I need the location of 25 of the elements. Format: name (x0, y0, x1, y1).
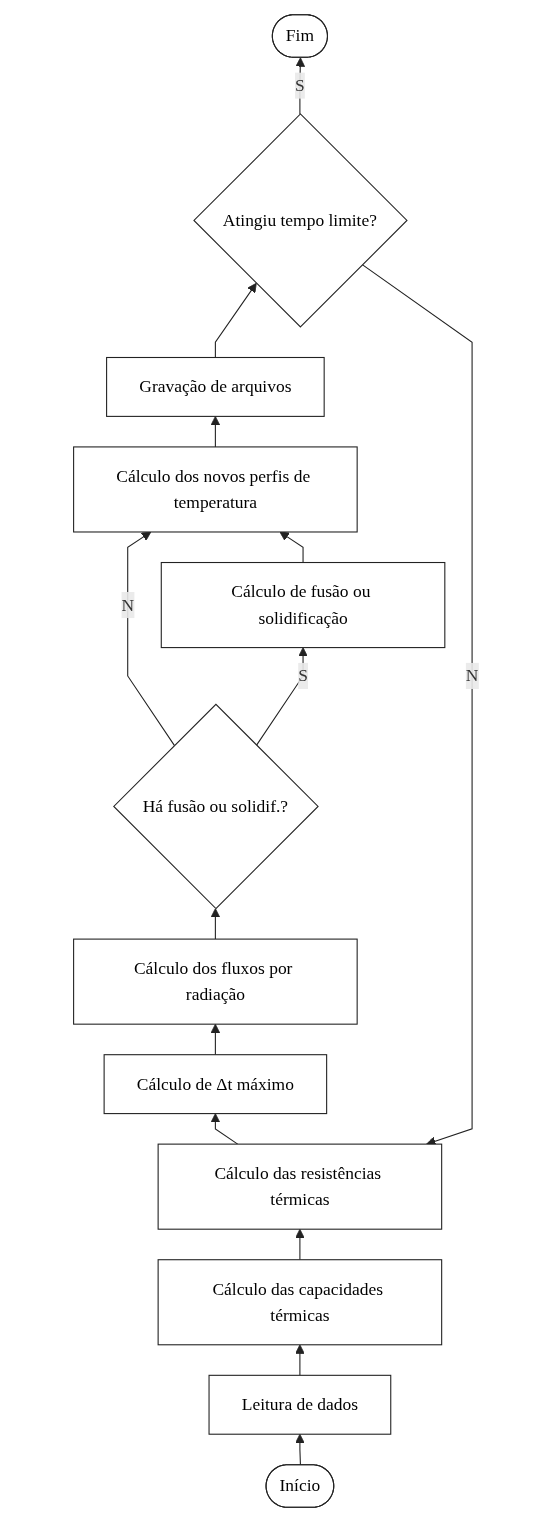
node-box: Cálculo das resistências térmicas (157, 1143, 443, 1230)
node-box: Cálculo dos fluxos por radiação (73, 938, 358, 1025)
arrow (127, 531, 175, 746)
node-box: Cálculo das capacidades térmicas (157, 1258, 443, 1345)
edge-label: S (298, 665, 308, 685)
arrow (279, 531, 304, 563)
node-box: Cálculo de Δt máximo (103, 1053, 328, 1114)
node-box: Cálculo de fusão ou solidificação (160, 561, 446, 648)
arrow (210, 1023, 221, 1055)
arrow (210, 1112, 239, 1145)
edge-label: N (465, 665, 479, 685)
arrow (295, 1228, 305, 1260)
edge-label: N (121, 594, 135, 614)
arrow (210, 907, 221, 940)
node-box: Gravação de arquivos (106, 356, 325, 417)
node-box: Leitura de dados (208, 1374, 392, 1435)
arrow (210, 415, 221, 447)
node-box: Cálculo dos novos perfis de temperatura (73, 445, 358, 533)
node-diamond: Atingiu tempo limite? (193, 112, 408, 328)
arrow (295, 1433, 305, 1466)
node-diamond: Há fusão ou solidif.? (113, 703, 319, 909)
arrow (295, 56, 306, 114)
arrow (214, 282, 257, 358)
arrow (255, 646, 308, 746)
edge-label: S (295, 75, 305, 94)
